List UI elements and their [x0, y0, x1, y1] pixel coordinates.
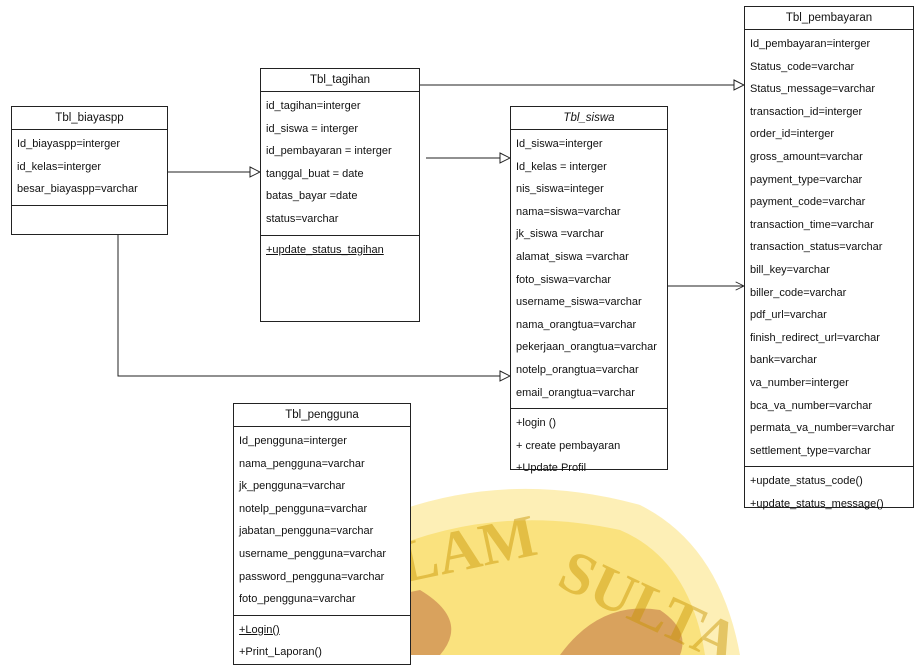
attribute-row: jk_siswa =varchar: [516, 228, 604, 241]
attribute-row: nama=siswa=varchar: [516, 205, 621, 218]
attribute-row: biller_code=varchar: [750, 286, 847, 299]
attribute-row: id_pembayaran = interger: [266, 145, 392, 158]
attribute-row: notelp_pengguna=varchar: [239, 502, 368, 515]
operation-list: +login () + create pembayaran +Update Prof…: [511, 409, 667, 480]
attribute-row: username_siswa=varchar: [516, 296, 642, 309]
attribute-row: tanggal_buat = date: [266, 167, 364, 180]
attribute-row: Id_siswa=interger: [516, 138, 603, 150]
attribute-row: Id_pengguna=interger: [239, 435, 347, 447]
operation-row: +login (): [516, 417, 557, 430]
class-title: Tbl_tagihan: [261, 69, 419, 92]
class-title: Tbl_pengguna: [234, 404, 410, 427]
attribute-row: bill_key=varchar: [750, 263, 830, 276]
attribute-row: besar_biayaspp=varchar: [17, 183, 138, 196]
attribute-row: settlement_type=varchar: [750, 444, 871, 457]
attribute-row: jk_pengguna=varchar: [239, 480, 346, 493]
attribute-row: va_number=interger: [750, 376, 849, 389]
class-tbl-pengguna: Tbl_pengguna Id_pengguna=interger nama_pe…: [233, 403, 411, 665]
operation-row: +update_status_code(): [750, 475, 863, 488]
attribute-row: foto_pengguna=varchar: [239, 593, 356, 606]
attribute-list: Id_pengguna=interger nama_pengguna=varcha…: [234, 427, 410, 616]
operation-row: +Login(): [239, 623, 280, 636]
attribute-row: transaction_status=varchar: [750, 241, 883, 254]
attribute-row: bank=varchar: [750, 354, 817, 367]
operation-row: +Update Profil: [516, 462, 587, 475]
attribute-row: alamat_siswa =varchar: [516, 250, 629, 263]
operation-row: +update_status_message(): [750, 497, 884, 510]
attribute-row: pekerjaan_orangtua=varchar: [516, 341, 657, 354]
attribute-row: transaction_time=varchar: [750, 218, 874, 231]
attribute-list: id_tagihan=interger id_siswa = interger id…: [261, 92, 419, 236]
attribute-row: Status_message=varchar: [750, 83, 876, 96]
attribute-row: payment_type=varchar: [750, 173, 863, 186]
attribute-row: id_tagihan=interger: [266, 100, 361, 112]
operation-list: +update_status_tagihan: [261, 236, 419, 262]
attribute-row: batas_bayar =date: [266, 190, 358, 203]
operation-row: +Print_Laporan(): [239, 646, 322, 659]
attribute-row: nis_siswa=integer: [516, 183, 604, 196]
attribute-row: bca_va_number=varchar: [750, 399, 872, 412]
operation-row: + create pembayaran: [516, 439, 621, 452]
attribute-row: nama_orangtua=varchar: [516, 318, 637, 331]
attribute-row: gross_amount=varchar: [750, 150, 863, 163]
attribute-row: permata_va_number=varchar: [750, 422, 895, 435]
class-title: Tbl_pembayaran: [745, 7, 913, 30]
attribute-row: email_orangtua=varchar: [516, 386, 635, 399]
operation-list: +update_status_code() +update_status_mess…: [745, 467, 913, 515]
attribute-row: Status_code=varchar: [750, 60, 855, 73]
class-tbl-tagihan: Tbl_tagihan id_tagihan=interger id_siswa …: [260, 68, 420, 322]
attribute-row: order_id=interger: [750, 128, 835, 141]
attribute-row: status=varchar: [266, 212, 339, 225]
class-tbl-biayaspp: Tbl_biayaspp Id_biayaspp=interger id_kela…: [11, 106, 168, 235]
operation-row: +update_status_tagihan: [266, 243, 384, 256]
attribute-row: id_kelas=interger: [17, 160, 102, 173]
attribute-row: username_pengguna=varchar: [239, 547, 387, 560]
attribute-row: foto_siswa=varchar: [516, 273, 612, 286]
line-biayaspp-siswa: [117, 228, 510, 376]
operation-list: +Login() +Print_Laporan(): [234, 616, 410, 664]
attribute-row: pdf_url=varchar: [750, 309, 827, 322]
attribute-row: notelp_orangtua=varchar: [516, 363, 639, 376]
attribute-row: password_pengguna=varchar: [239, 570, 385, 583]
attribute-row: payment_code=varchar: [750, 196, 866, 209]
attribute-row: nama_pengguna=varchar: [239, 457, 365, 470]
attribute-row: finish_redirect_url=varchar: [750, 331, 880, 344]
class-title: Tbl_biayaspp: [12, 107, 167, 130]
attribute-row: id_siswa = interger: [266, 122, 359, 135]
operation-list: [12, 206, 167, 209]
attribute-row: Id_kelas = interger: [516, 160, 607, 173]
attribute-row: jabatan_pengguna=varchar: [239, 525, 374, 538]
attribute-row: Id_biayaspp=interger: [17, 138, 121, 150]
attribute-row: transaction_id=interger: [750, 105, 863, 118]
attribute-row: Id_pembayaran=interger: [750, 38, 871, 50]
class-title: Tbl_siswa: [511, 107, 667, 130]
